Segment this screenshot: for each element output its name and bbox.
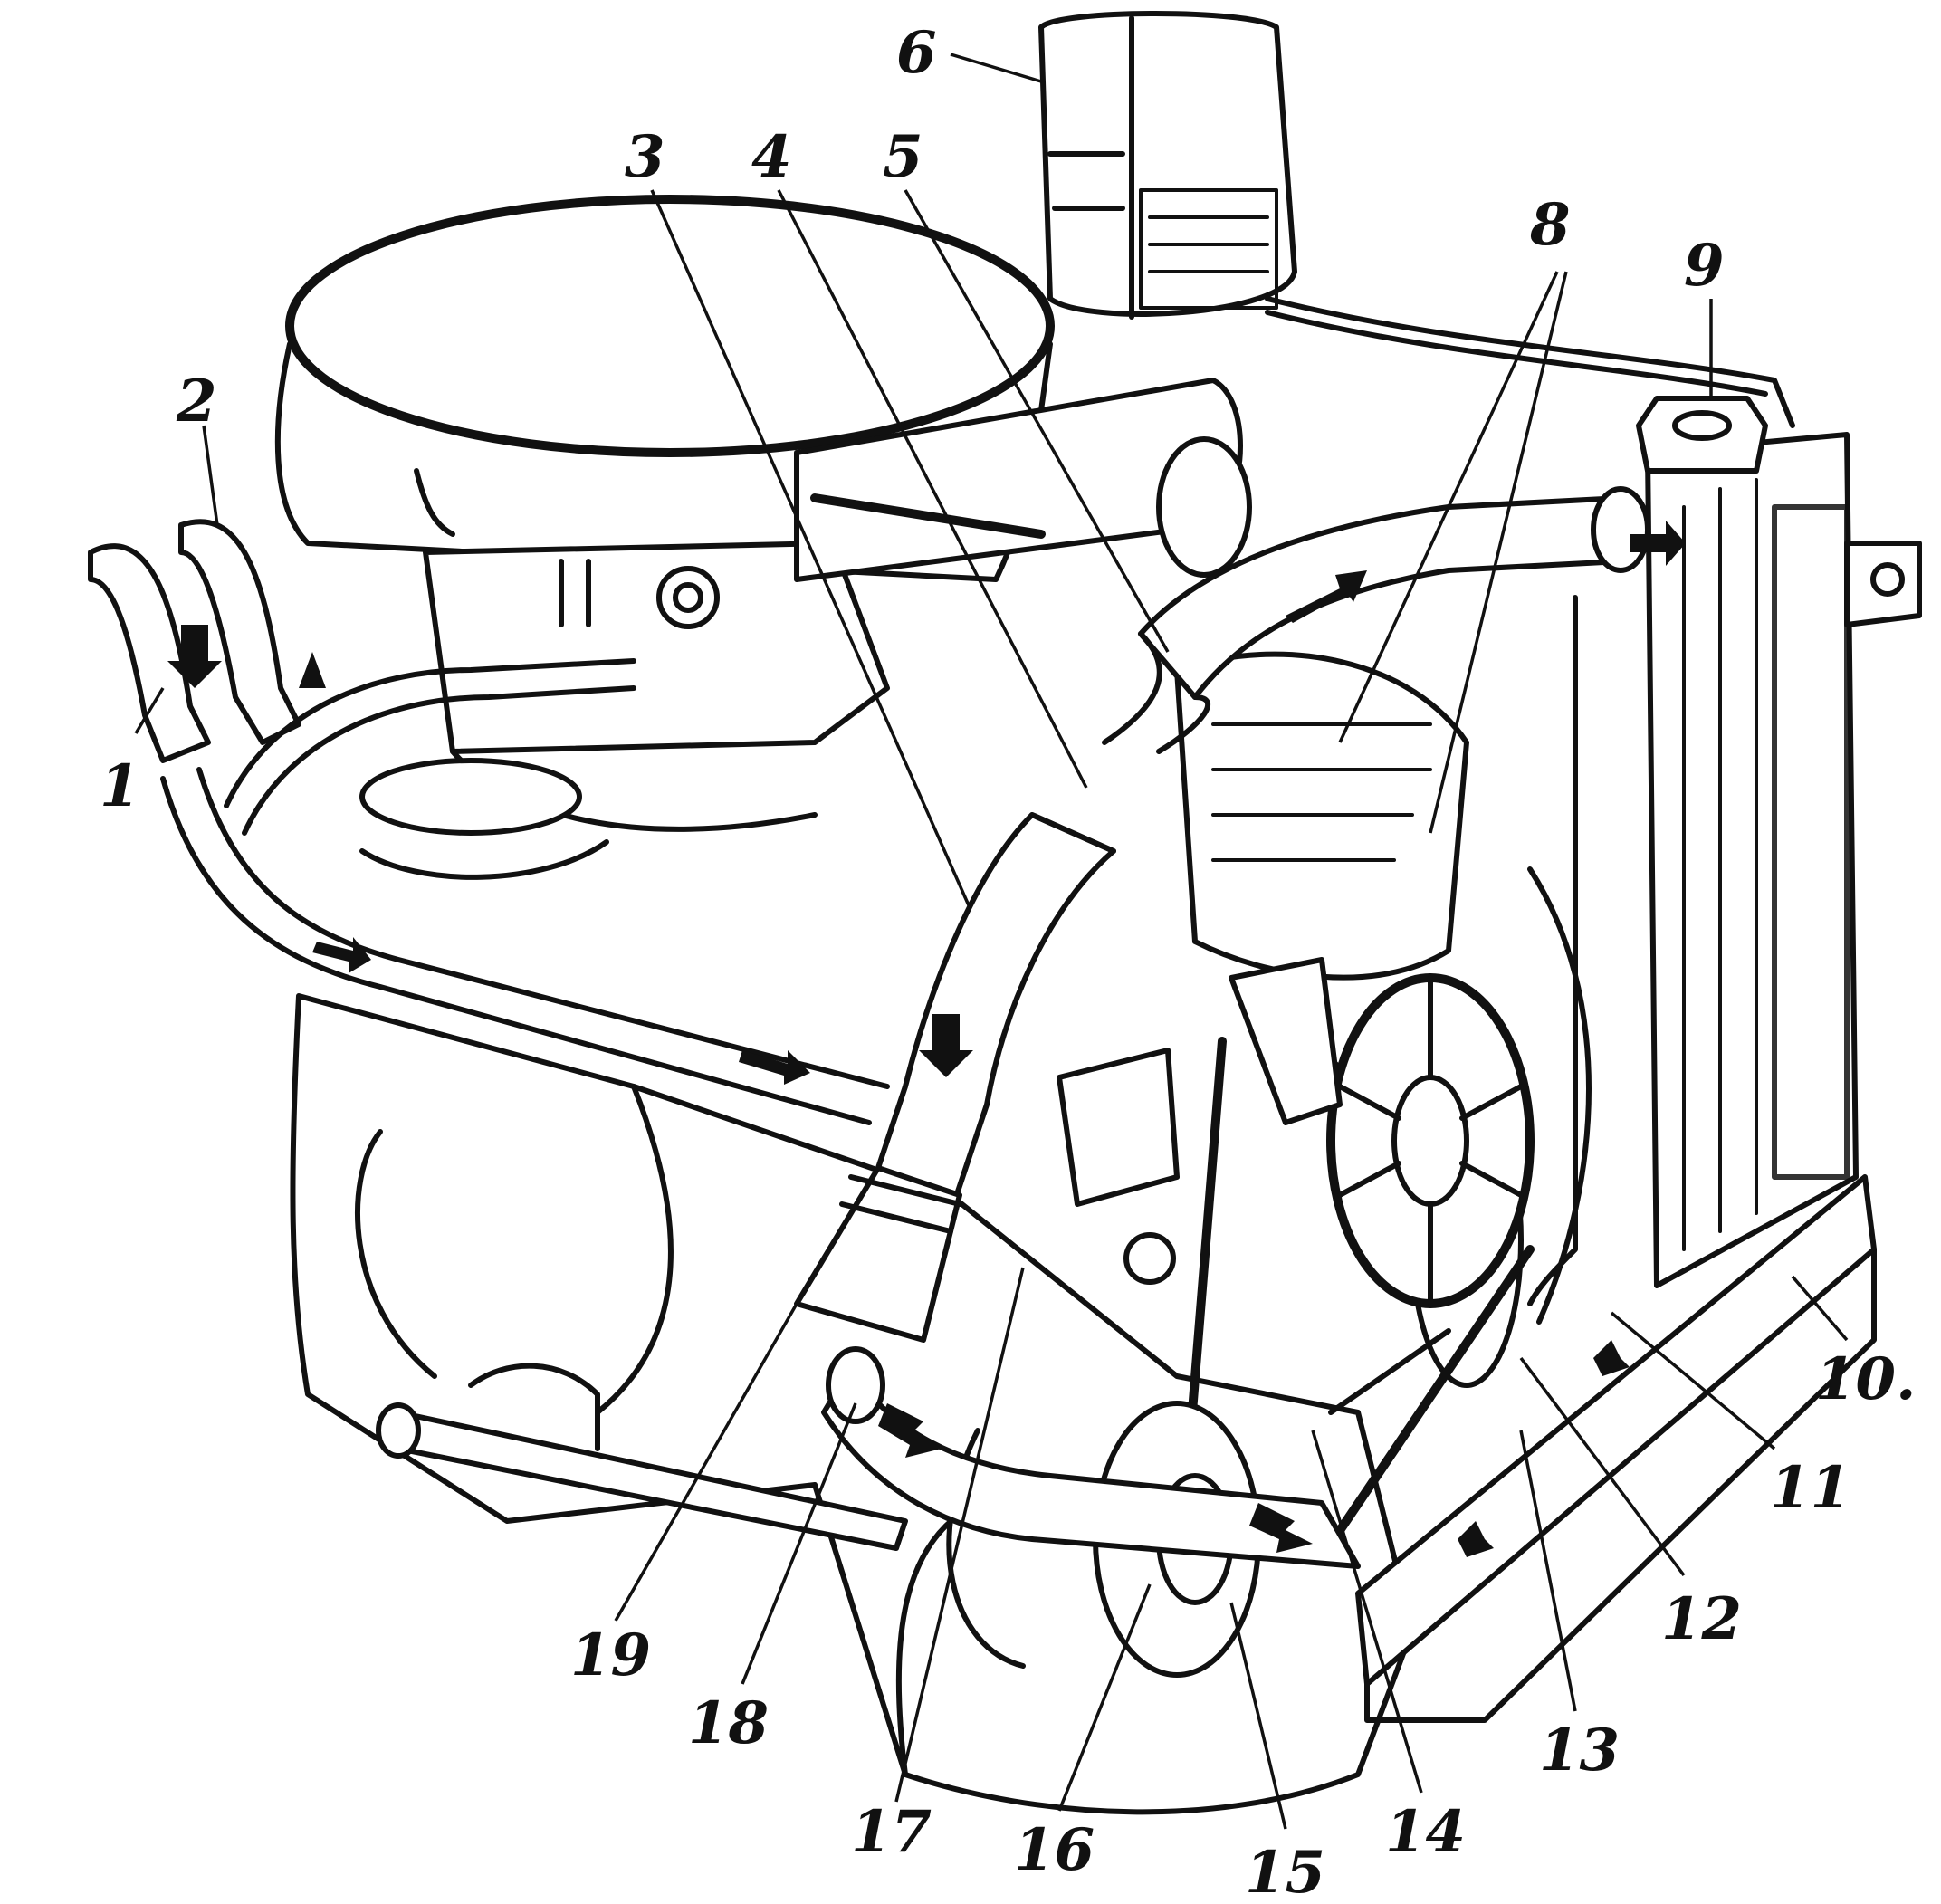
label-19: 19 — [570, 1622, 651, 1689]
leader-8a — [1338, 271, 1559, 743]
flow-arrow-radiator-inlet — [1630, 521, 1686, 566]
flow-arrow-crossbar-2 — [739, 1050, 810, 1085]
label-13: 13 — [1539, 1717, 1620, 1784]
label-2: 2 — [176, 368, 217, 435]
flow-arrow-down-bypass — [919, 1014, 973, 1077]
leader-12 — [1519, 1356, 1686, 1577]
flow-arrows — [167, 521, 1686, 1557]
leader-18 — [741, 1402, 857, 1685]
leader-6 — [950, 53, 1042, 83]
leader-16 — [1057, 1583, 1152, 1812]
label-12: 12 — [1661, 1585, 1742, 1653]
leader-8b — [1429, 271, 1568, 834]
label-9: 9 — [1684, 232, 1725, 300]
leader-5 — [904, 189, 1170, 653]
bypass-hose — [794, 812, 1116, 1343]
air-intake-duct — [794, 378, 1252, 582]
leader-1 — [134, 687, 165, 734]
label-5: 5 — [883, 123, 923, 191]
leader-14 — [1311, 1430, 1423, 1794]
leader-19 — [614, 1303, 798, 1622]
radiator-cap — [1636, 396, 1768, 474]
leader-11 — [1610, 1311, 1776, 1450]
leader-17 — [894, 1267, 1025, 1803]
label-11: 11 — [1770, 1454, 1850, 1522]
water-pump-pulley — [1326, 973, 1535, 1308]
leader-2 — [202, 425, 219, 526]
label-17: 17 — [851, 1798, 932, 1866]
label-16: 16 — [1014, 1816, 1095, 1884]
label-14: 14 — [1385, 1798, 1466, 1866]
label-10: 10. — [1815, 1345, 1916, 1413]
leader-10 — [1791, 1275, 1849, 1342]
leader-lines — [134, 53, 1849, 1830]
label-1: 1 — [100, 752, 140, 820]
flow-arrow-up-hose-2 — [299, 652, 326, 688]
part-labels: 1 2 3 4 5 6 8 9 10. 11 12 13 14 15 16 17… — [100, 19, 1916, 1904]
leader-13 — [1519, 1430, 1577, 1712]
label-4: 4 — [751, 123, 792, 191]
flow-arrow-down-hose-1 — [167, 625, 222, 688]
lower-crossbar — [376, 1363, 908, 1551]
water-pump-housing — [1057, 651, 1469, 1285]
flow-arrow-radiator-bottom-2 — [1458, 1521, 1494, 1557]
flow-arrow-radiator-bottom-1 — [1593, 1340, 1630, 1376]
heater-hoses — [88, 519, 890, 1125]
flow-arrow-lower-hose-1 — [878, 1403, 942, 1458]
label-15: 15 — [1245, 1839, 1325, 1904]
flow-arrow-crossbar-1 — [312, 937, 371, 973]
radiator — [1355, 432, 1922, 1723]
flow-arrow-upper-hose — [1286, 570, 1367, 623]
leader-3 — [650, 189, 970, 906]
label-6: 6 — [896, 19, 937, 87]
leader-15 — [1229, 1602, 1287, 1830]
label-3: 3 — [625, 123, 665, 191]
label-18: 18 — [688, 1689, 769, 1757]
flow-arrow-lower-hose-2 — [1249, 1503, 1313, 1553]
leader-4 — [777, 189, 1088, 789]
label-8: 8 — [1529, 191, 1571, 259]
expansion-tank — [1038, 11, 1795, 428]
